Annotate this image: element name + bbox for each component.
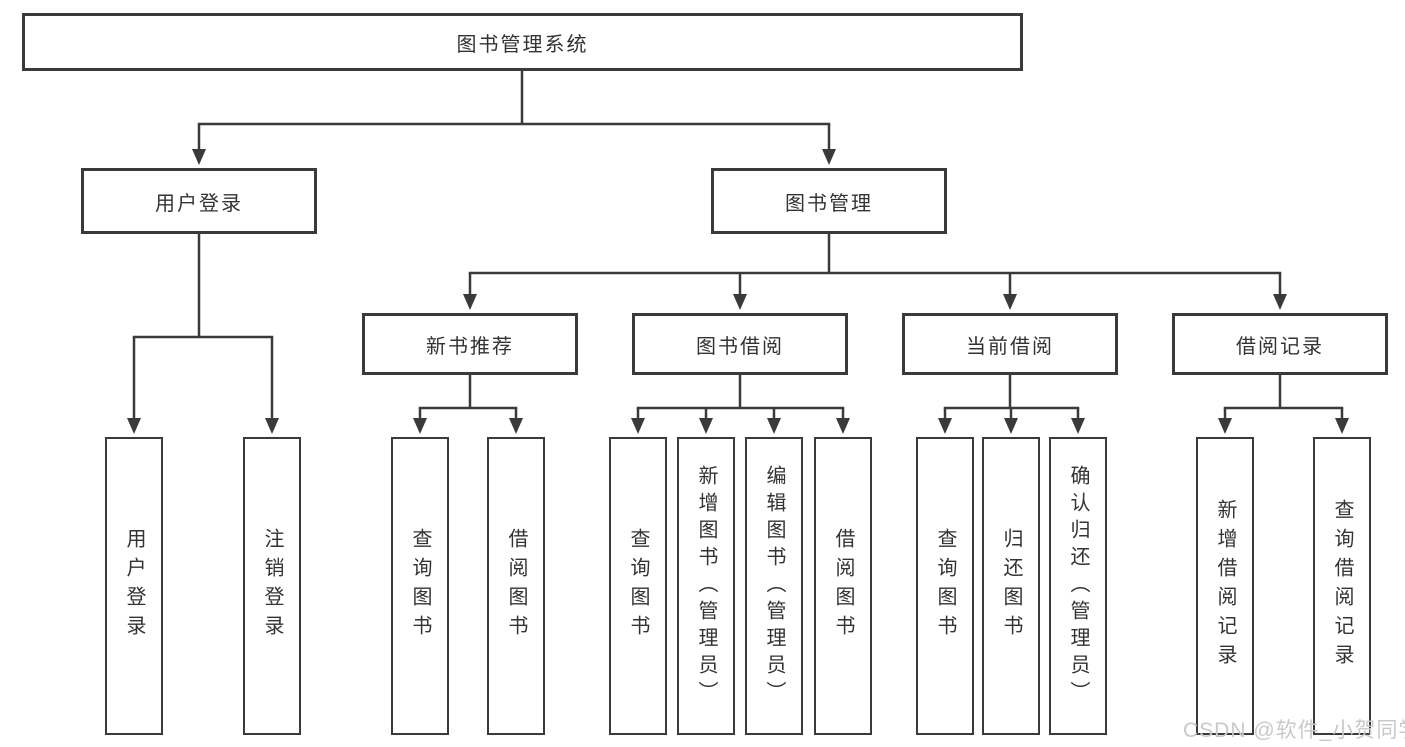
- node-book-borrow: 图书借阅: [632, 313, 848, 375]
- watermark-text: CSDN @软件_小贺同学: [1183, 719, 1405, 742]
- leaf-bb-borrow-book: 借阅图书: [814, 437, 872, 735]
- leaf-user-login: 用户登录: [105, 437, 163, 735]
- leaf-cb-query-book: 查询图书: [916, 437, 974, 735]
- leaf-nbr-borrow-book: 借阅图书: [487, 437, 545, 735]
- leaf-nbr-query-book: 查询图书: [391, 437, 449, 735]
- node-current-borrow: 当前借阅: [902, 313, 1118, 375]
- node-root: 图书管理系统: [22, 13, 1023, 71]
- leaf-bb-add-book: 新增图书（管理员）: [677, 437, 735, 735]
- leaf-bb-query-book: 查询图书: [609, 437, 667, 735]
- leaf-cb-return-book: 归还图书: [982, 437, 1040, 735]
- leaf-cb-confirm-return: 确认归还（管理员）: [1049, 437, 1107, 735]
- leaf-bb-edit-book: 编辑图书（管理员）: [745, 437, 803, 735]
- leaf-br-query-record: 查询借阅记录: [1313, 437, 1371, 735]
- node-borrow-records: 借阅记录: [1172, 313, 1388, 375]
- leaf-logout: 注销登录: [243, 437, 301, 735]
- node-new-book-recommend: 新书推荐: [362, 313, 578, 375]
- node-user-login: 用户登录: [81, 168, 317, 234]
- leaf-br-add-record: 新增借阅记录: [1196, 437, 1254, 735]
- node-book-management: 图书管理: [711, 168, 947, 234]
